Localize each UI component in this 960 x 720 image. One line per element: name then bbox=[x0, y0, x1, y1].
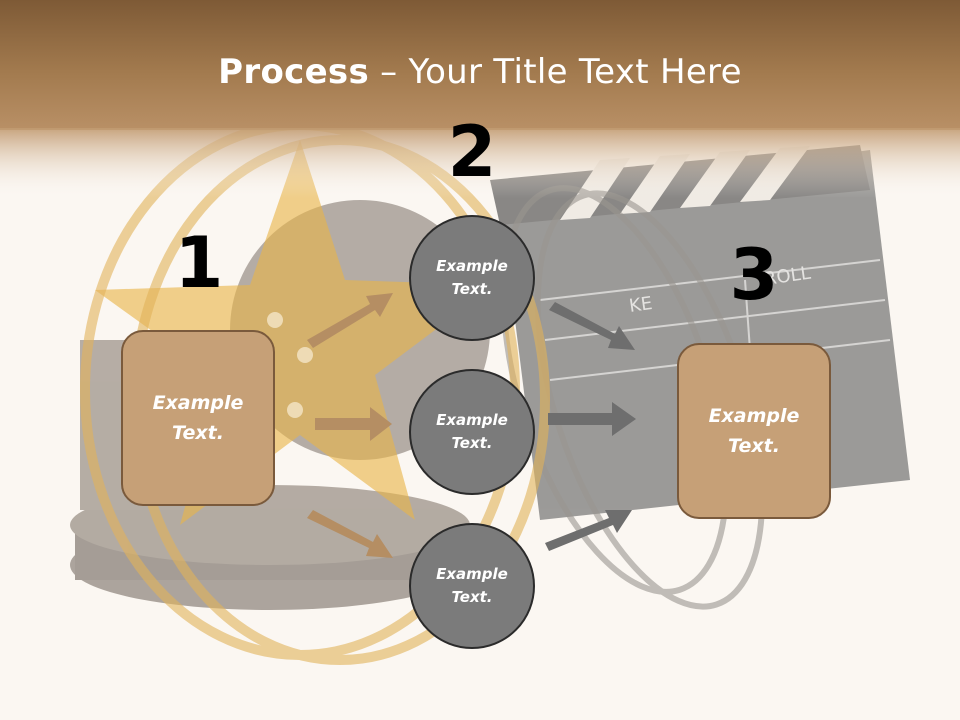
clapper-take-label: KE bbox=[628, 293, 654, 317]
middle-circle-top[interactable]: Example Text. bbox=[409, 215, 535, 341]
middle-circle-bottom-text: Example Text. bbox=[436, 565, 508, 606]
middle-circle-center-text: Example Text. bbox=[436, 411, 508, 452]
middle-circle-center[interactable]: Example Text. bbox=[409, 369, 535, 495]
arrow-bottom-to-3 bbox=[545, 510, 632, 551]
title-bold: Process bbox=[218, 52, 370, 92]
title-rest: – Your Title Text Here bbox=[369, 52, 742, 92]
arrow-1-to-bottom bbox=[307, 510, 393, 558]
arrow-top-to-3 bbox=[549, 302, 635, 350]
step-number-3: 3 bbox=[729, 234, 779, 316]
step-number-1: 1 bbox=[174, 222, 224, 304]
step-3-text: Example Text. bbox=[708, 405, 800, 457]
step-1-text: Example Text. bbox=[152, 392, 244, 444]
step-number-2: 2 bbox=[447, 111, 497, 193]
header-band bbox=[0, 0, 960, 130]
step-1-box[interactable]: Example Text. bbox=[121, 330, 275, 506]
step-3-box[interactable]: Example Text. bbox=[677, 343, 831, 519]
arrow-1-to-top bbox=[307, 293, 393, 348]
arrow-middle-to-3 bbox=[548, 402, 636, 436]
gold-star bbox=[95, 140, 495, 525]
middle-circle-bottom[interactable]: Example Text. bbox=[409, 523, 535, 649]
middle-circle-top-text: Example Text. bbox=[436, 257, 508, 298]
slide-title: Process – Your Title Text Here bbox=[0, 52, 960, 92]
arrow-1-to-middle bbox=[315, 407, 392, 441]
